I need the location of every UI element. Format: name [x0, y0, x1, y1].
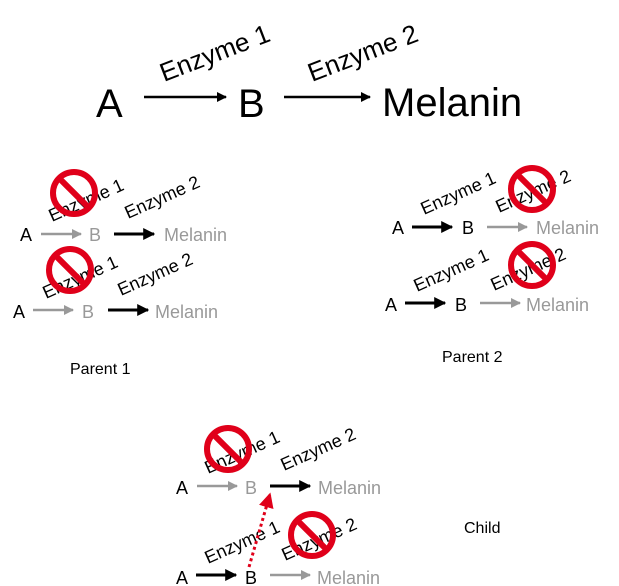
parent2-a1-enzyme-1: Enzyme 1: [417, 168, 498, 219]
parent2-a2-intermediate: B: [455, 295, 467, 315]
parent1-a1-block-icon: [50, 169, 98, 217]
child-allele-2: A Enzyme 1 B Enzyme 2 Melanin: [176, 511, 380, 586]
parent2-a1-product: Melanin: [536, 218, 599, 238]
parent2-a1-intermediate: B: [462, 218, 474, 238]
child-a2-block-icon: [288, 511, 336, 559]
parent2-allele-2: A Enzyme 1 B Enzyme 2 Melanin: [385, 241, 589, 315]
main-enzyme-1-label: Enzyme 1: [155, 18, 274, 87]
child-a2-product: Melanin: [317, 568, 380, 586]
parent2-a1-block-icon: [508, 165, 556, 213]
parent1-a1-intermediate: B: [89, 225, 101, 245]
child-a1-substrate: A: [176, 478, 188, 498]
parent1-a1-product: Melanin: [164, 225, 227, 245]
parent1-allele-2: A Enzyme 1 B Enzyme 2 Melanin: [13, 246, 218, 322]
parent2-a1-substrate: A: [392, 218, 404, 238]
parent1-a1-enzyme-2: Enzyme 2: [121, 172, 202, 223]
child-allele-1: A Enzyme 1 B Enzyme 2 Melanin: [176, 424, 381, 498]
parent1-label: Parent 1: [70, 361, 131, 378]
child-a2-enzyme-1: Enzyme 1: [201, 517, 282, 568]
child-a1-product: Melanin: [318, 478, 381, 498]
main-enzyme-2-label: Enzyme 2: [303, 18, 422, 87]
child-a2-intermediate: B: [245, 568, 257, 586]
parent2-a2-product: Melanin: [526, 295, 589, 315]
parent2-allele-1: A Enzyme 1 B Enzyme 2 Melanin: [392, 165, 599, 238]
parent1-allele-1: A Enzyme 1 B Enzyme 2 Melanin: [20, 169, 227, 245]
parent1-a2-product: Melanin: [155, 302, 218, 322]
parent1-a2-intermediate: B: [82, 302, 94, 322]
child-a1-enzyme-2: Enzyme 2: [277, 424, 358, 475]
parent1-a2-substrate: A: [13, 302, 25, 322]
parent1-a2-enzyme-2: Enzyme 2: [114, 249, 195, 300]
child-label: Child: [464, 520, 500, 537]
child-a1-intermediate: B: [245, 478, 257, 498]
parent2-a2-substrate: A: [385, 295, 397, 315]
parent1-a1-substrate: A: [20, 225, 32, 245]
child-a1-block-icon: [204, 425, 252, 473]
child-a2-substrate: A: [176, 568, 188, 586]
main-substrate-a: A: [96, 82, 123, 126]
parent2-a2-enzyme-1: Enzyme 1: [410, 245, 491, 296]
main-product-melanin: Melanin: [382, 81, 522, 125]
main-intermediate-b: B: [238, 82, 265, 126]
parent2-a2-block-icon: [508, 241, 556, 289]
main-pathway: A Enzyme 1 B Enzyme 2 Melanin: [96, 18, 522, 126]
parent2-label: Parent 2: [442, 349, 503, 366]
complementation-arrow: [247, 492, 274, 568]
parent1-a2-block-icon: [46, 246, 94, 294]
